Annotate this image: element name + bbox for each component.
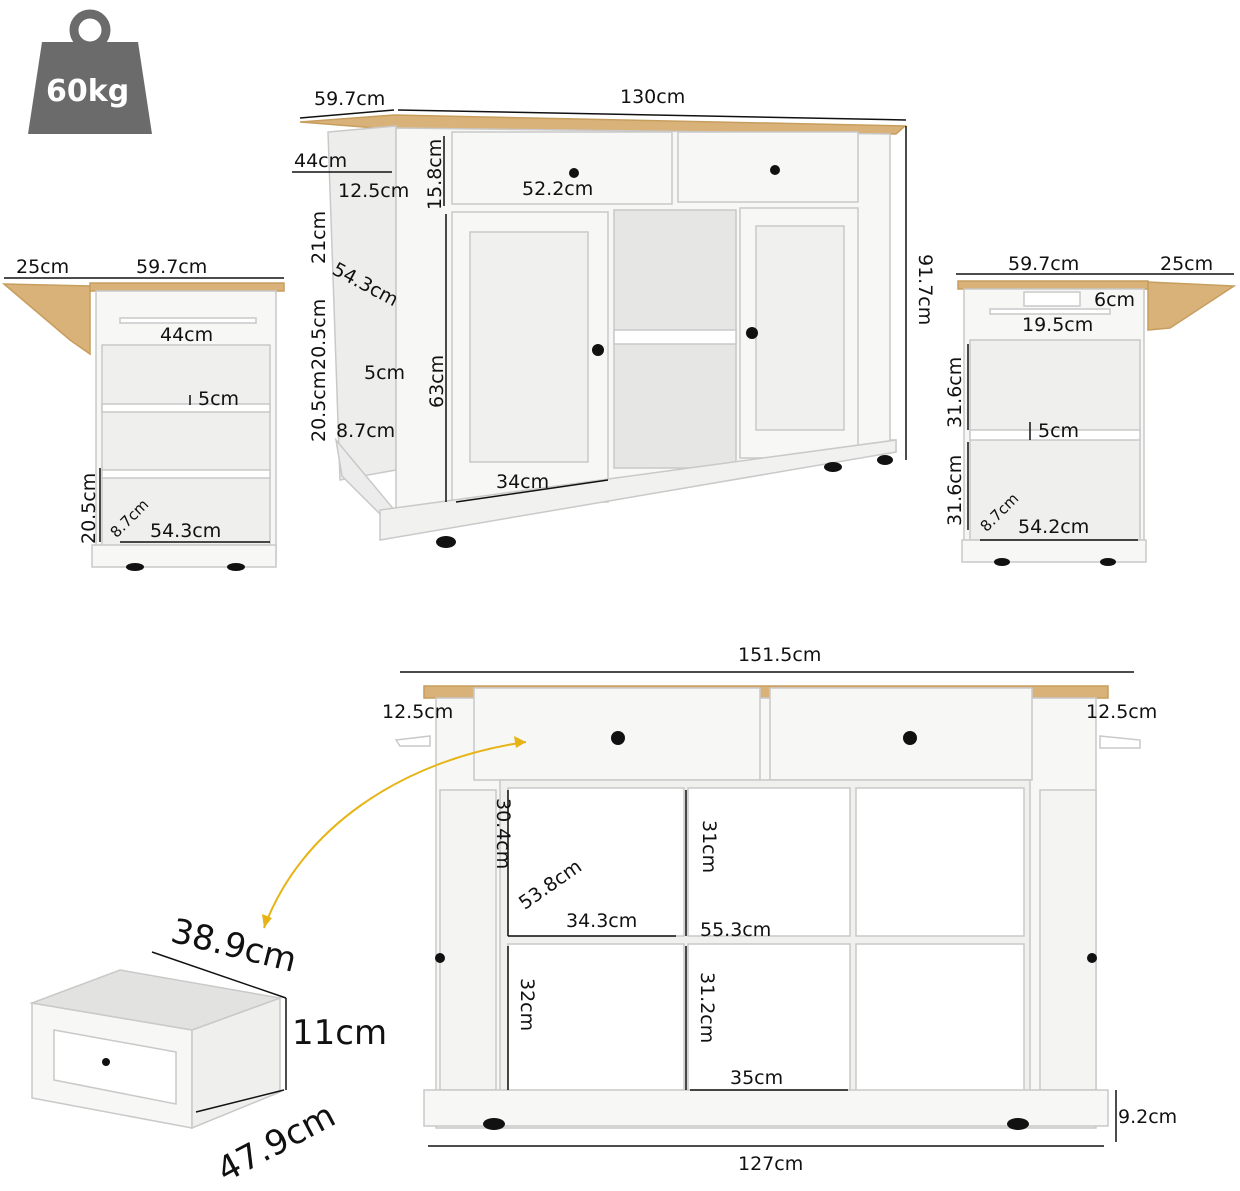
front-side-shelf-1-label: 21cm (308, 210, 330, 264)
right-outlet-width-label: 19.5cm (1022, 314, 1094, 336)
front-door-width-label: 34cm (496, 471, 550, 493)
front-bar-offset-label: 12.5cm (338, 180, 410, 202)
left-shelf-gap-label: 5cm (198, 388, 240, 410)
open-right-overhang-label: 12.5cm (1086, 701, 1158, 723)
front-total-height-label: 91.7cm (914, 254, 936, 326)
front-side-lip-label: 8.7cm (336, 420, 396, 442)
right-shelf-gap-label: 5cm (1038, 420, 1080, 442)
weight-label: 60kg (46, 74, 130, 109)
front-width-label: 130cm (620, 86, 686, 108)
right-shelf-height-2-label: 31.6cm (944, 454, 966, 526)
open-left-lower-height-label: 32cm (516, 978, 538, 1032)
open-mid-upper-height-label: 31cm (698, 820, 720, 874)
left-shelf-height-label: 20.5cm (78, 472, 100, 544)
open-left-overhang-label: 12.5cm (382, 701, 454, 723)
front-depth-label: 59.7cm (314, 88, 386, 110)
front-side-shelf-2-label: 20.5cm (308, 298, 330, 370)
open-total-width-label: 151.5cm (738, 644, 822, 666)
weight-icon (28, 9, 152, 134)
right-outlet-height-label: 6cm (1094, 289, 1136, 311)
open-mid-width-label: 35cm (730, 1067, 784, 1089)
drawer-height-label: 11cm (292, 1013, 388, 1053)
callout-arrow (263, 741, 527, 929)
left-side-view (1, 282, 285, 571)
drawer-detail (29, 969, 283, 1130)
front-cabinet-height-label: 63cm (426, 354, 448, 408)
left-shelf-width-label: 54.3cm (150, 520, 222, 542)
open-left-upper-height-label: 30.4cm (492, 798, 514, 870)
left-flap-label: 25cm (16, 256, 70, 278)
front-drawer-height-label: 15.8cm (424, 138, 446, 210)
open-mid-depth-label: 55.3cm (700, 919, 772, 941)
weight-badge (28, 8, 152, 134)
right-depth-label: 59.7cm (1008, 253, 1080, 275)
right-shelf-width-label: 54.2cm (1018, 516, 1090, 538)
front-side-shelf-3-label: 20.5cm (308, 370, 330, 442)
front-towel-bar-label: 44cm (294, 150, 348, 172)
open-left-width-label: 34.3cm (566, 910, 638, 932)
open-base-width-label: 127cm (738, 1153, 804, 1175)
left-towel-bar-label: 44cm (160, 324, 214, 346)
open-mid-lower-height-label: 31.2cm (696, 972, 718, 1044)
open-front-view (394, 685, 1141, 1130)
front-side-gap-label: 5cm (364, 362, 406, 384)
front-view (299, 114, 907, 548)
right-flap-label: 25cm (1160, 253, 1214, 275)
left-depth-label: 59.7cm (136, 256, 208, 278)
right-shelf-height-1-label: 31.6cm (944, 356, 966, 428)
front-drawer-width-label: 52.2cm (522, 178, 594, 200)
open-base-height-label: 9.2cm (1118, 1106, 1178, 1128)
